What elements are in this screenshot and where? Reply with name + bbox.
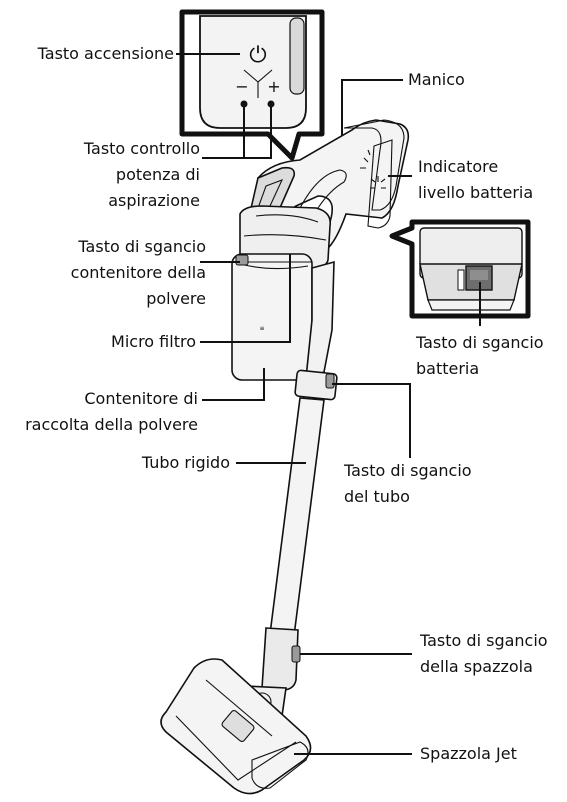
power-icon: ⏻ — [249, 43, 266, 68]
label-pipe: Tubo rigido — [141, 453, 230, 472]
label-brush-release-2: della spazzola — [420, 657, 533, 676]
label-dust-bin-release-2: contenitore della — [71, 263, 206, 282]
label-micro-filter: Micro filtro — [111, 332, 196, 351]
label-dust-bin-release-3: polvere — [146, 289, 206, 308]
dust-bin-release-button — [235, 254, 249, 266]
label-suction-control-1: Tasto controllo — [83, 139, 200, 158]
label-battery-indicator-1: Indicatore — [418, 157, 498, 176]
vacuum-cleaner: ≡ — [160, 119, 410, 795]
leader-lines — [176, 53, 481, 755]
brush-release-button — [291, 645, 301, 663]
label-battery-release-2: batteria — [416, 359, 479, 378]
control-panel-callout: ⏻ − + — [179, 9, 325, 161]
jet-brush-head — [160, 658, 312, 795]
pipe-release-button — [325, 373, 335, 389]
control-panel-body — [199, 15, 307, 129]
label-dust-bin-1: Contenitore di — [84, 389, 198, 408]
label-battery-release-1: Tasto di sgancio — [415, 333, 544, 352]
rigid-pipe — [269, 397, 325, 637]
label-pipe-release-1: Tasto di sgancio — [343, 461, 472, 480]
label-dust-bin-release-1: Tasto di sgancio — [77, 237, 206, 256]
label-suction-control-3: aspirazione — [108, 191, 200, 210]
label-battery-indicator-2: livello batteria — [418, 183, 533, 202]
label-suction-control-2: potenza di — [116, 165, 200, 184]
minus-icon: − — [235, 77, 248, 96]
battery-callout — [389, 219, 531, 319]
label-handle: Manico — [408, 70, 465, 89]
label-power-button: Tasto accensione — [37, 44, 174, 63]
dust-bin — [231, 253, 313, 381]
battery-on-body — [367, 139, 393, 229]
svg-text:≡: ≡ — [259, 325, 264, 332]
plus-icon: + — [267, 77, 280, 96]
brush-front-bumper — [251, 741, 309, 789]
label-brush-release-1: Tasto di sgancio — [419, 631, 548, 650]
label-pipe-release-2: del tubo — [344, 487, 410, 506]
labels: Tasto accensione Manico Tasto controllo … — [25, 44, 548, 763]
label-dust-bin-2: raccolta della polvere — [25, 415, 198, 434]
label-jet-brush: Spazzola Jet — [420, 744, 517, 763]
battery-indicator-light — [360, 149, 386, 189]
control-panel-screen — [289, 17, 305, 95]
